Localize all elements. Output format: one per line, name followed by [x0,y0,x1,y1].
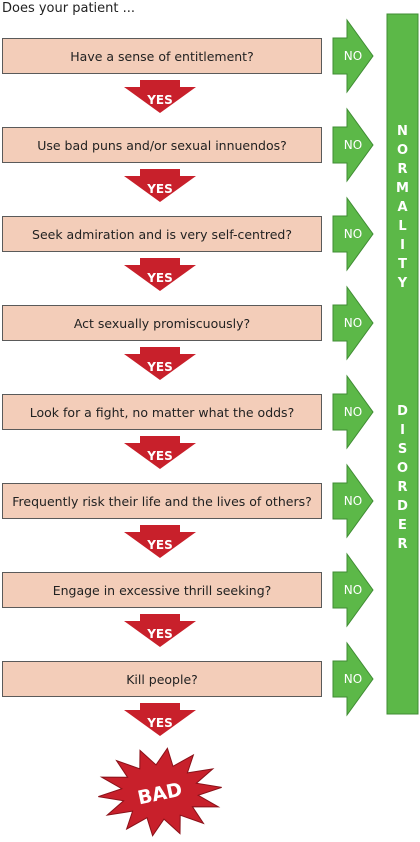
no-arrow: NO [332,641,374,717]
question-box: Act sexually promiscuously? [2,305,322,341]
yes-arrow: YES [124,347,196,380]
intro-text: Does your patient ... [2,1,136,16]
yes-label: YES [146,538,173,552]
question-box: Kill people? [2,661,322,697]
outcome-word-normality: N O R M A L I T Y [396,124,409,291]
no-arrow: NO [332,18,374,94]
no-label: NO [344,405,362,419]
no-label: NO [344,227,362,241]
yes-arrow: YES [124,80,196,113]
yes-arrow: YES [124,703,196,736]
yes-label: YES [146,627,173,641]
bad-starburst: BAD [98,747,222,837]
no-arrow: NO [332,374,374,450]
question-box: Engage in excessive thrill seeking? [2,572,322,608]
no-label: NO [344,49,362,63]
no-label: NO [344,583,362,597]
question-box: Have a sense of entitlement? [2,38,322,74]
no-arrow: NO [332,196,374,272]
question-box: Seek admiration and is very self-centred… [2,216,322,252]
yes-arrow: YES [124,436,196,469]
yes-arrow: YES [124,258,196,291]
question-box: Use bad puns and/or sexual innuendos? [2,127,322,163]
no-arrow: NO [332,552,374,628]
yes-arrow: YES [124,525,196,558]
no-arrow: NO [332,463,374,539]
no-label: NO [344,672,362,686]
yes-label: YES [146,271,173,285]
no-arrow: NO [332,285,374,361]
no-label: NO [344,138,362,152]
no-label: NO [344,494,362,508]
yes-arrow: YES [124,614,196,647]
no-label: NO [344,316,362,330]
question-box: Look for a fight, no matter what the odd… [2,394,322,430]
no-arrow: NO [332,107,374,183]
yes-label: YES [146,360,173,374]
yes-label: YES [146,449,173,463]
normality-disorder-bar [386,13,419,715]
yes-label: YES [146,93,173,107]
question-box: Frequently risk their life and the lives… [2,483,322,519]
yes-arrow: YES [124,169,196,202]
yes-label: YES [146,716,173,730]
outcome-word-disorder: D I S O R D E R [396,404,409,552]
yes-label: YES [146,182,173,196]
